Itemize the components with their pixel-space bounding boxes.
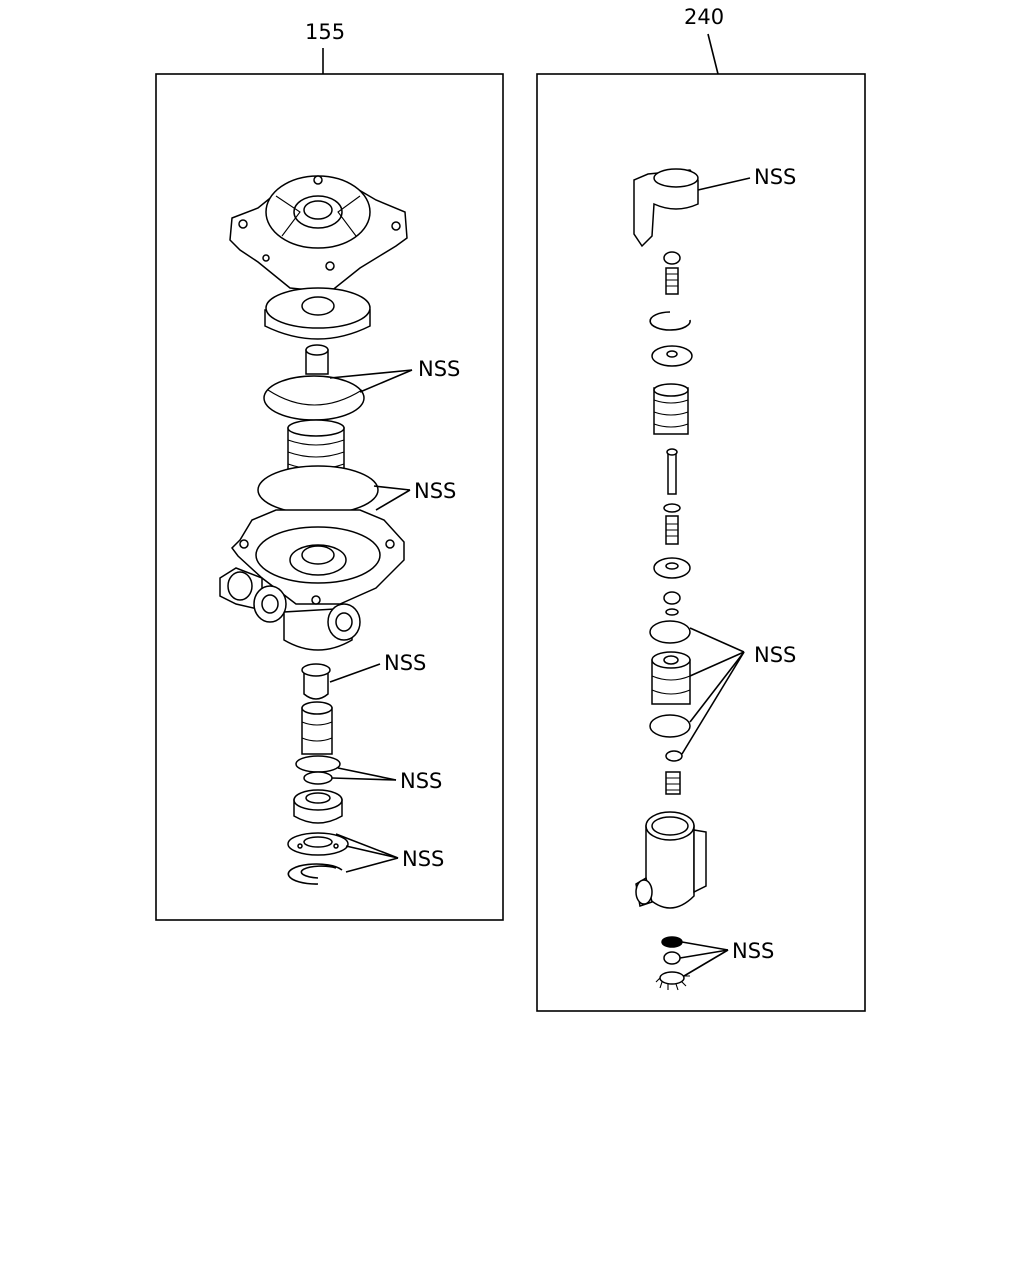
callout-leader [375,489,411,511]
spring-seat [651,345,693,367]
callout-leader [331,777,397,781]
assembly-ref-leader-240 [707,33,719,75]
callout-leader [681,651,745,755]
callout-leader [689,651,745,677]
valve-cover [229,175,408,293]
o-ring-lower-right [649,714,691,738]
callout-leader [359,369,413,393]
lower-spring [301,701,333,755]
callout-nss: NSS [384,651,426,675]
callout-leader [335,833,399,859]
assembly-240: 240 [536,5,866,1012]
callout-leader [345,845,399,859]
bottom-spring [665,771,681,795]
assembly-155: 155 [155,20,504,921]
o-ring-lower [295,755,341,785]
callout-nss: NSS [400,769,442,793]
stem [305,344,329,375]
callout-nss: NSS [402,847,444,871]
assembly-ref-155: 155 [305,20,345,44]
callout-nss: NSS [754,643,796,667]
valve-body [219,509,405,651]
plunger [666,448,678,495]
filter-screen [661,936,683,965]
washer [653,557,691,579]
assembly-ref-240: 240 [684,5,724,29]
snap-ring-upper [649,311,691,331]
diaphragm-upper [263,375,365,421]
insert-sleeve [301,663,331,700]
callout-nss: NSS [418,357,460,381]
callout-leader [373,485,411,491]
callout-leader [329,369,413,379]
callout-leader [681,941,729,951]
snap-ring [287,863,343,885]
callout-leader [683,949,729,977]
small-seal [663,591,681,616]
piston [264,287,371,340]
dust-cap [633,168,699,248]
diaphragm-lower [257,465,379,515]
valve-housing [635,811,707,909]
small-seal-lower [665,750,683,762]
lock-washer [655,971,690,991]
assembly-frame-240 [536,73,866,1012]
callout-leader [345,857,399,873]
retainer-washer [287,832,349,856]
o-ring-upper [649,620,691,644]
callout-leader [689,651,745,723]
callout-leader [689,627,745,653]
callout-nss: NSS [754,165,796,189]
callouts-240: NSS NSS NSS [679,165,796,977]
inner-piston [651,651,691,705]
valve-seat [293,789,343,824]
callout-leader [329,663,381,683]
callout-leader [697,177,751,191]
callout-leader [679,949,729,959]
upper-spring [653,383,689,435]
callout-leader [337,767,397,781]
callouts-155: NSS NSS NSS NSS NSS [329,357,460,873]
callout-nss: NSS [414,479,456,503]
callout-nss: NSS [732,939,774,963]
nut-small [663,251,681,295]
assembly-frame-155 [155,73,504,921]
small-spring [663,503,681,545]
